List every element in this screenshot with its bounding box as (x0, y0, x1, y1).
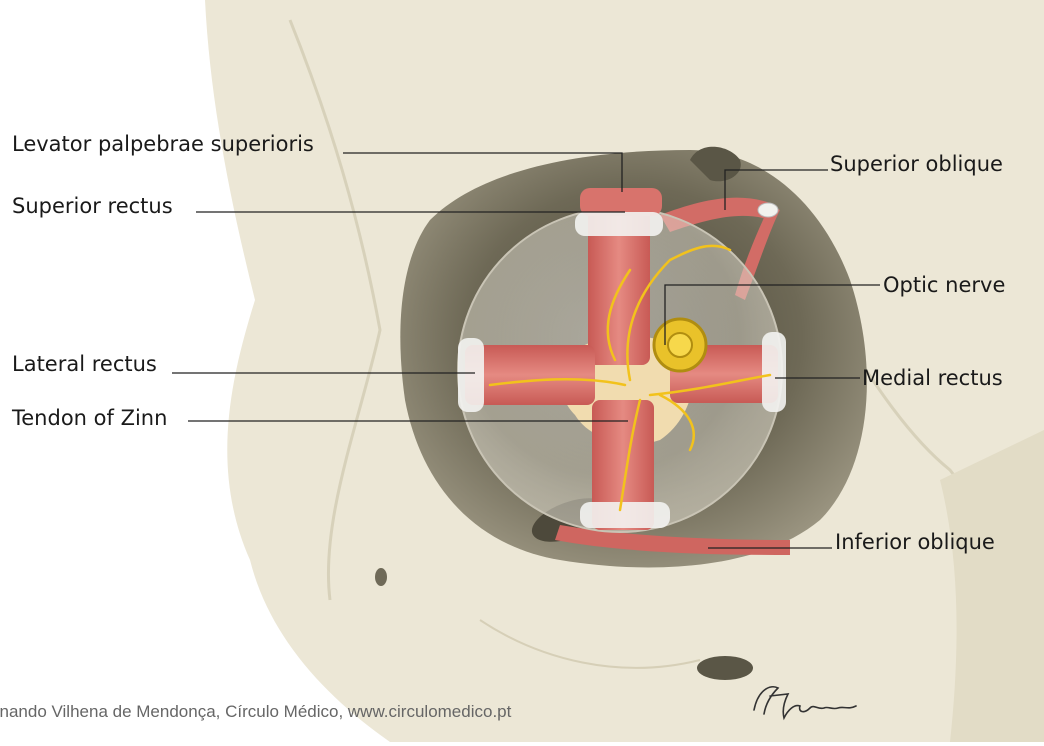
label-optic-nerve: Optic nerve (883, 273, 1005, 297)
label-tendon-zinn: Tendon of Zinn (12, 406, 167, 430)
label-superior-oblique: Superior oblique (830, 152, 1003, 176)
label-inferior-oblique: Inferior oblique (835, 530, 995, 554)
label-superior-rectus: Superior rectus (12, 194, 173, 218)
credit-line: Fernando Vilhena de Mendonça, Círculo Mé… (0, 702, 511, 722)
superior-insertion (575, 212, 663, 236)
lateral-insertion (458, 338, 484, 412)
inferior-insertion (580, 502, 670, 528)
medial-insertion (762, 332, 786, 412)
label-levator: Levator palpebrae superioris (12, 132, 314, 156)
artist-signature (748, 680, 868, 724)
trochlea (758, 203, 778, 217)
label-medial-rectus: Medial rectus (862, 366, 1003, 390)
label-lateral-rectus: Lateral rectus (12, 352, 157, 376)
lateral-rectus-muscle (465, 345, 595, 405)
